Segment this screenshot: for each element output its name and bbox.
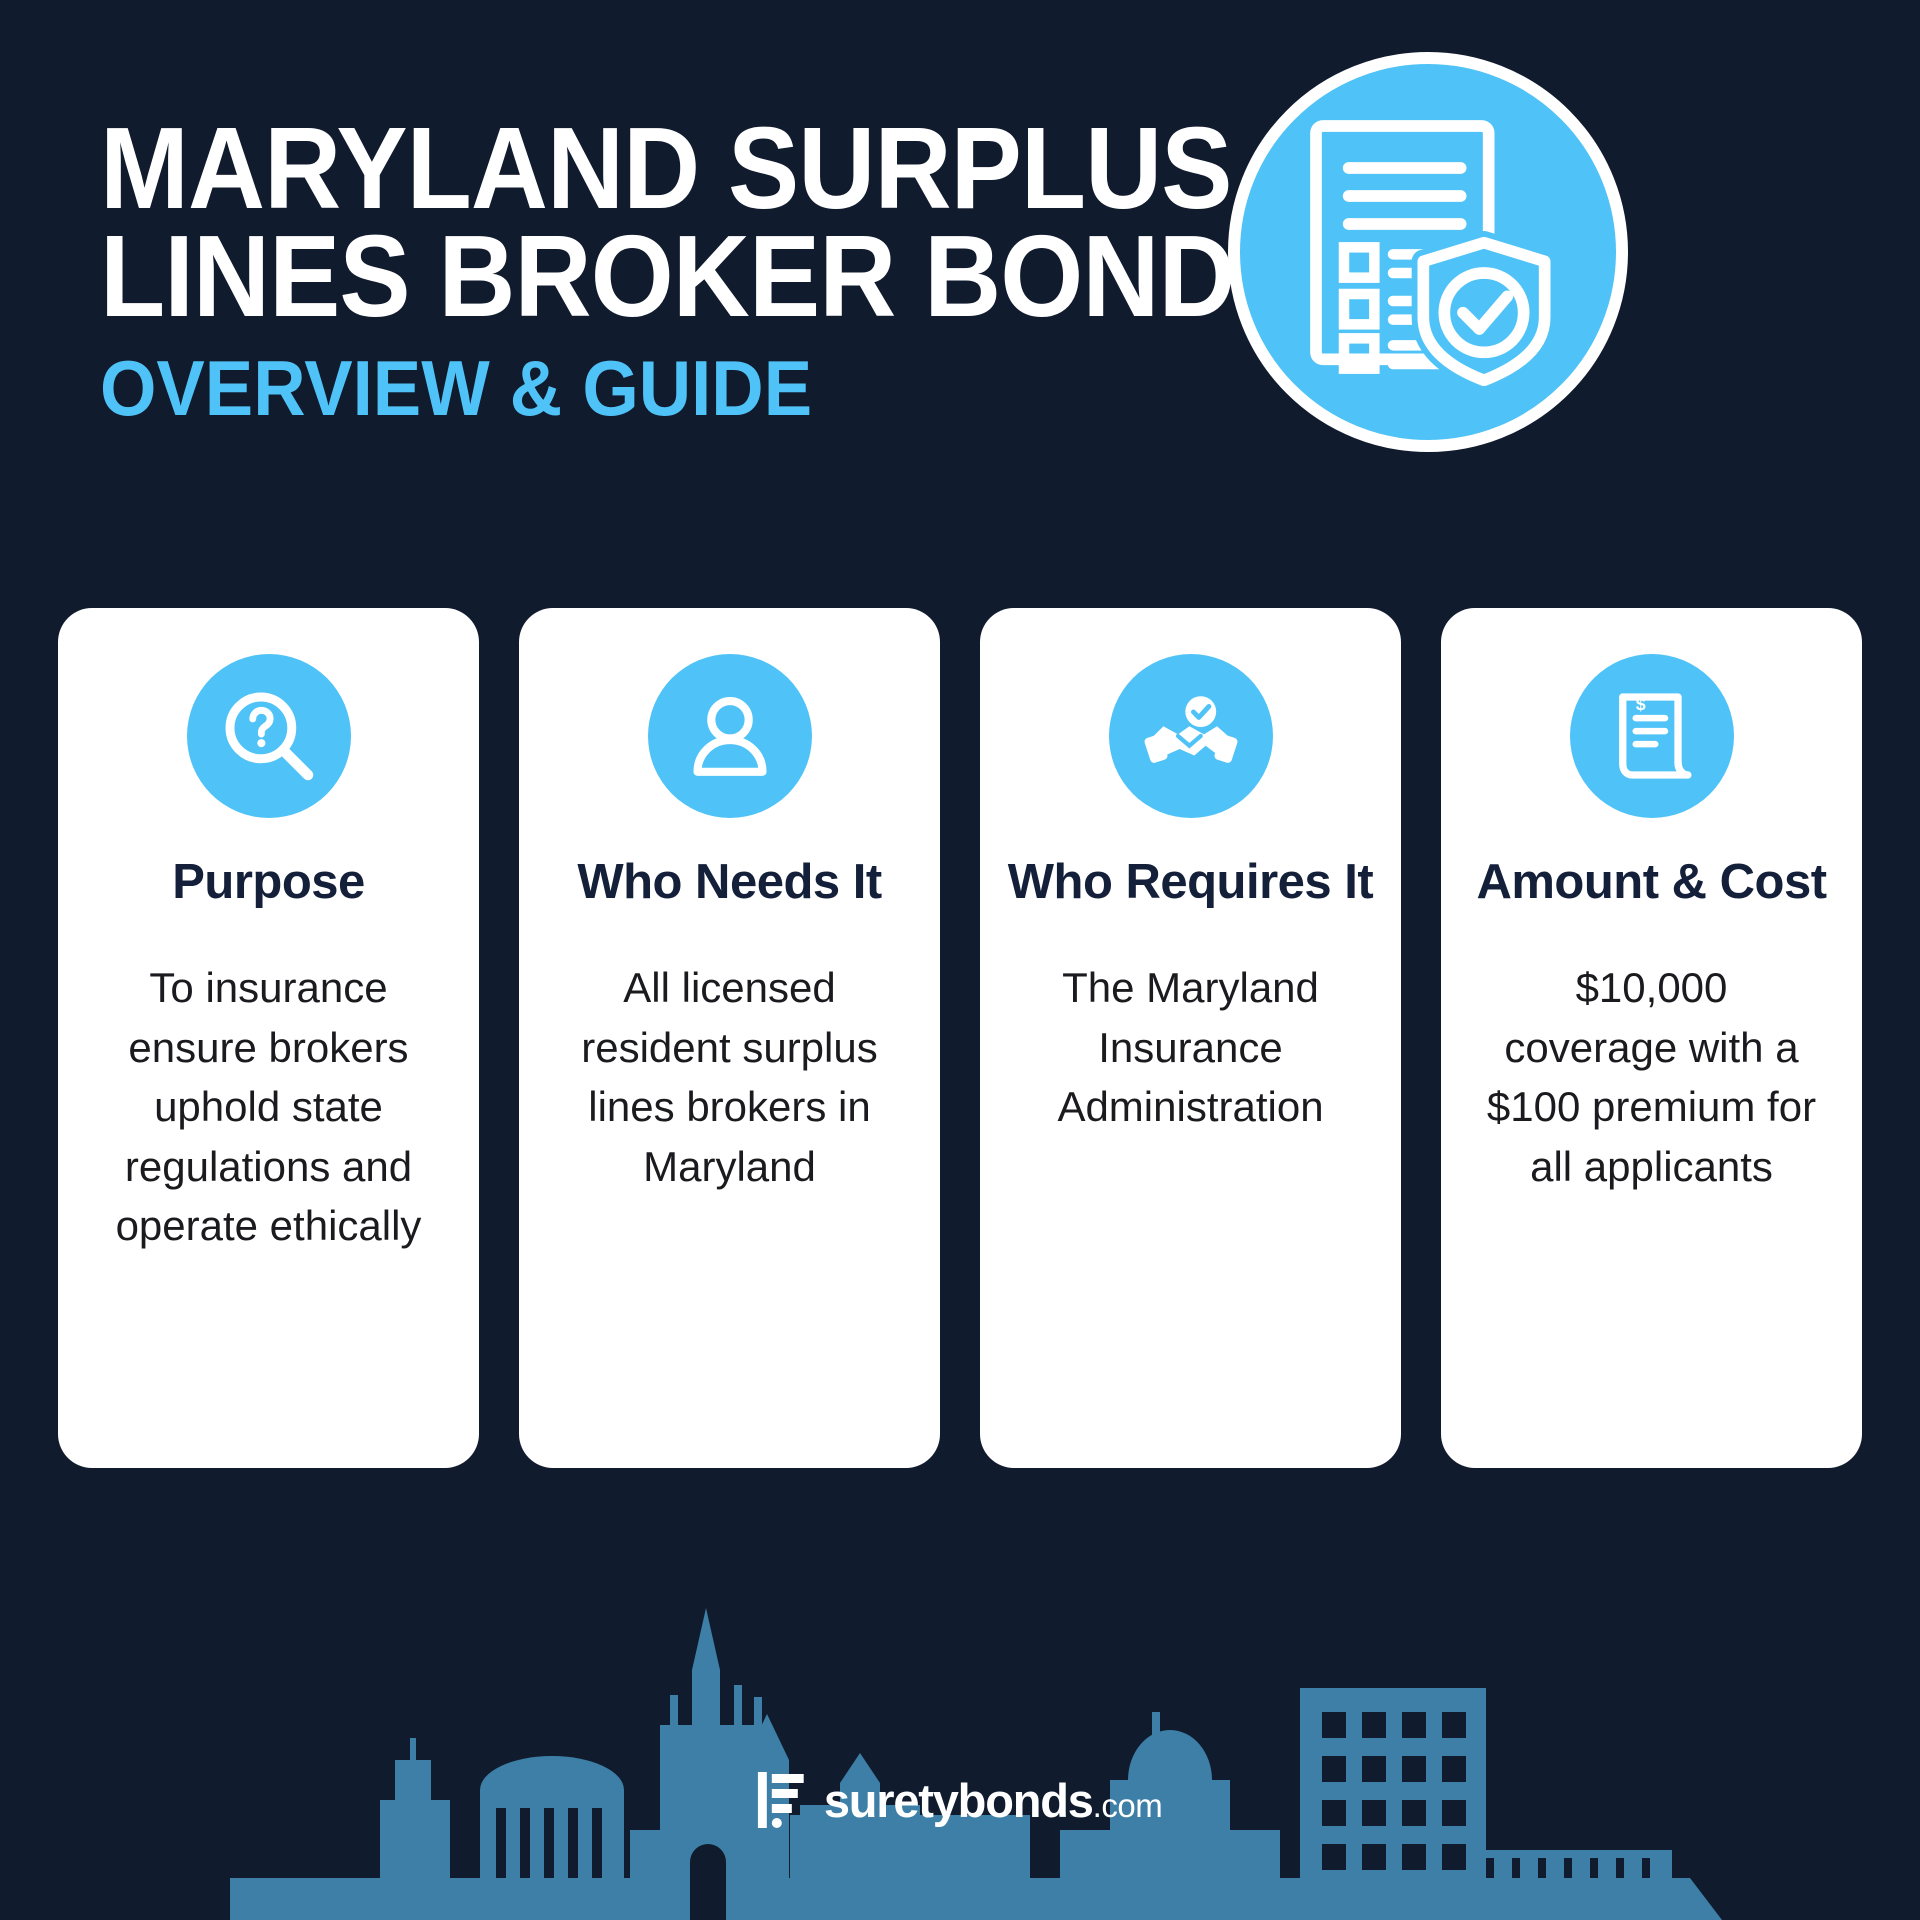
info-card-purpose: Purpose To insurance ensure brokers upho… [58,608,479,1468]
info-card-who-needs-it: Who Needs It All licensed resident surpl… [519,608,940,1468]
info-card-title: Purpose [172,855,365,909]
info-card-body: To insurance ensure brokers uphold state… [115,963,422,1250]
info-card-title: Who Requires It [1007,855,1374,909]
info-card-body: $10,000 coverage with a $100 premium for… [1486,963,1817,1190]
info-card-body: All licensed resident surplus lines brok… [581,963,878,1190]
logo-wordmark: suretybonds.com [823,1773,1163,1828]
info-card-row: Purpose To insurance ensure brokers upho… [58,608,1862,1468]
baltimore-skyline-silhouette [0,1460,1920,1920]
logo-name: suretybonds [823,1773,1094,1827]
suretybonds-flag-icon [757,1772,804,1828]
header: MARYLAND SURPLUS LINES BROKER BOND OVERV… [0,0,1920,560]
svg-text:$: $ [1635,694,1645,714]
info-card-amount-and-cost: $ Amount & Cost $10,000 coverage with a … [1441,608,1862,1468]
magnifier-question-icon [186,654,351,818]
info-card-title: Who Needs It [577,855,882,909]
page-title-line-1: MARYLAND SURPLUS [100,103,1232,233]
suretybonds-logo[interactable]: suretybonds.com [757,1772,1163,1828]
info-card-who-requires-it: Who Requires It The Maryland Insurance A… [980,608,1401,1468]
user-person-icon [647,654,812,818]
title-block: MARYLAND SURPLUS LINES BROKER BOND OVERV… [100,103,1500,432]
info-card-body: The Maryland Insurance Administration [1057,963,1324,1131]
page-title-line-2: LINES BROKER BOND [100,210,1236,341]
info-card-title: Amount & Cost [1476,855,1827,909]
logo-tld: .com [1092,1786,1163,1824]
handshake-check-icon [1108,654,1273,818]
page-subtitle: OVERVIEW & GUIDE [100,343,813,432]
invoice-dollar-icon: $ [1569,654,1734,818]
checklist-document-shield-check-icon [1228,52,1628,452]
